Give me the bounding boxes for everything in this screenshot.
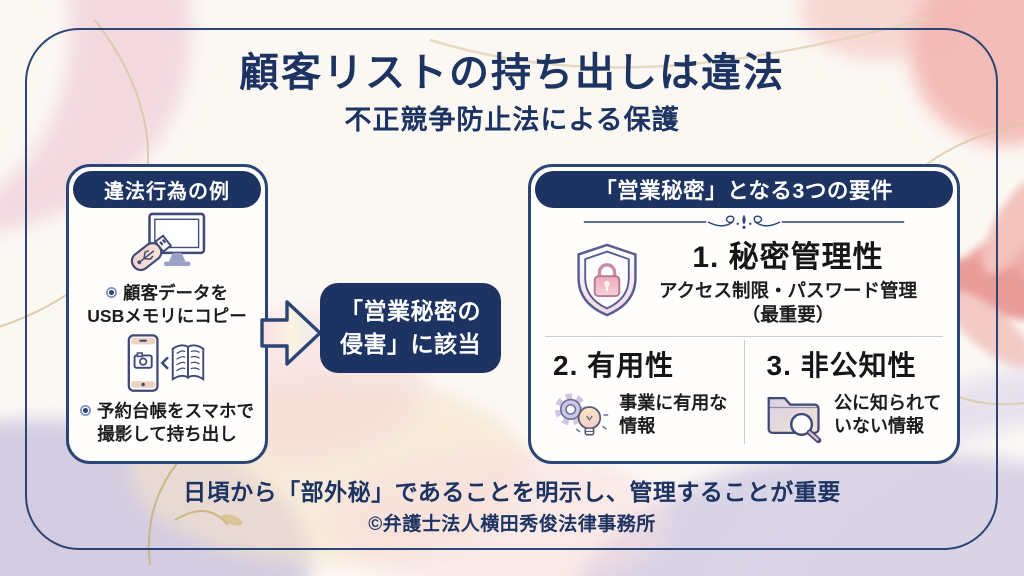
key-message: 日頃から「部外秘」であることを明示し、管理することが重要: [183, 479, 841, 505]
requirements-header: 「営業秘密」となる3つの要件: [535, 171, 953, 208]
item-line: 撮影して持ち出し: [97, 424, 237, 445]
requirement-desc: 公に知られて: [834, 392, 942, 413]
result-line: 侵害」に該当: [340, 331, 481, 357]
trade-secret-requirements-panel: 「営業秘密」となる3つの要件: [528, 164, 960, 464]
item-line: 顧客データを: [122, 283, 228, 303]
trade-secret-violation-box: 「営業秘密の 侵害」に該当: [320, 283, 501, 373]
phone-book-icon: [127, 334, 205, 393]
requirement-desc: 事業に有用な: [619, 392, 728, 413]
item-line: 予約台帳をスマホで: [97, 401, 254, 422]
requirement-title: 3. 非公知性: [766, 350, 917, 382]
copyright-notice: ©弁護士法人横田秀俊法律事務所: [368, 514, 656, 535]
illegal-act-item: 予約台帳をスマホで 撮影して持ち出し: [80, 400, 254, 446]
item-line: USBメモリにコピー: [87, 306, 247, 327]
requirement-title: 1. 秘密管理性: [692, 241, 884, 274]
requirement-title: 2. 有用性: [553, 350, 675, 382]
requirement-desc: アクセス制限・パスワード管理: [658, 280, 918, 301]
illegal-acts-header: 違法行為の例: [73, 171, 261, 208]
slide-border-frame: [25, 28, 998, 550]
page-title: 顧客リストの持ち出しは違法: [239, 51, 785, 95]
section-divider: [545, 336, 943, 338]
flourish-divider-icon: [583, 214, 905, 229]
requirement-1: 1. 秘密管理性 アクセス制限・パスワード管理 （最重要）: [531, 232, 957, 327]
usb-monitor-icon: [130, 212, 206, 272]
requirement-desc: いない情報: [834, 416, 925, 437]
bullet-icon: [105, 287, 117, 298]
result-line: 「営業秘密の: [340, 298, 481, 325]
illegal-act-item: 顧客データを USBメモリにコピー: [87, 282, 246, 328]
gear-bulb-icon: [555, 393, 609, 436]
requirement-2: 2. 有用性: [531, 340, 744, 444]
bullet-icon: [80, 405, 91, 417]
requirement-3: 3. 非公知性 公に知られて: [743, 340, 958, 445]
shield-lock-icon: [577, 243, 637, 316]
requirement-desc: 情報: [619, 416, 656, 437]
page-subtitle: 不正競争防止法による保護: [344, 105, 680, 135]
requirement-desc: （最重要）: [741, 304, 835, 326]
flow-arrow-icon: [260, 294, 324, 372]
folder-magnifier-icon: [767, 397, 822, 444]
illegal-acts-panel: 違法行為の例: [66, 164, 268, 464]
